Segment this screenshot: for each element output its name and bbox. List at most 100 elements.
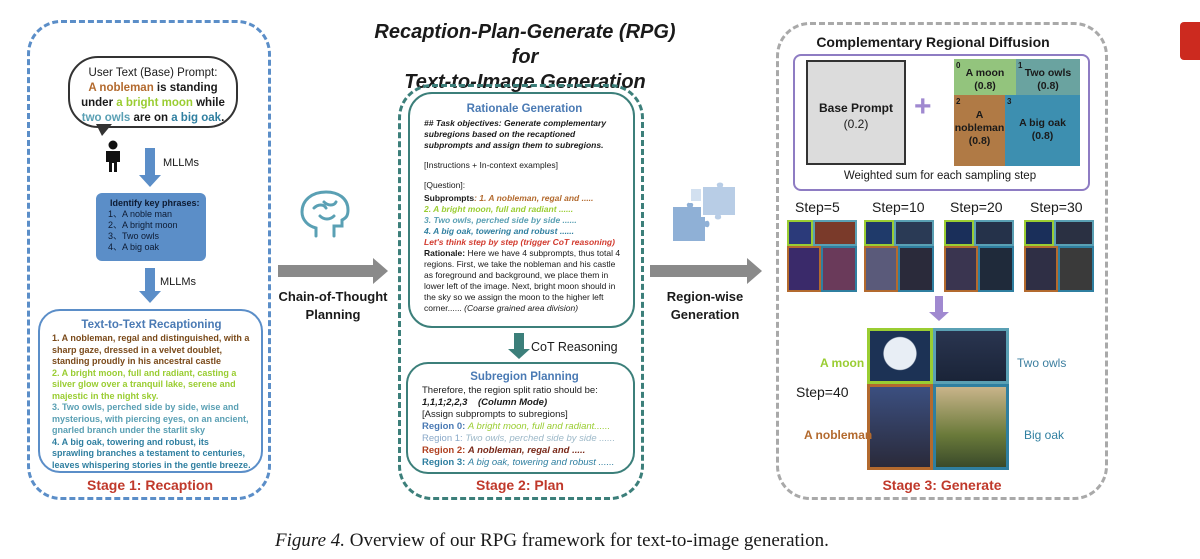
step20-moon bbox=[944, 220, 974, 246]
sub-4: 4. A big oak, towering and robust ...... bbox=[424, 226, 575, 236]
recaption-title: Text-to-Text Recaptioning bbox=[81, 319, 222, 331]
region-grid: 0 A moon (0.8) 1 Two owls (0.8) 2 A nobl… bbox=[954, 59, 1080, 166]
cell-oak: 3 A big oak (0.8) bbox=[1005, 95, 1080, 166]
crd-frame bbox=[793, 54, 1090, 191]
step5-noble bbox=[787, 246, 821, 292]
cell-oak-idx: 3 bbox=[1007, 97, 1012, 106]
prompt-text-c: while bbox=[192, 97, 225, 109]
sub-2: 2. A bright moon, full and radiant .....… bbox=[424, 204, 574, 214]
brain-icon bbox=[300, 190, 350, 238]
step30-owls bbox=[1054, 220, 1094, 246]
stage3-panel bbox=[776, 22, 1108, 500]
final-image bbox=[867, 328, 1009, 470]
region-0-text: A bright moon, full and radiant...... bbox=[467, 421, 611, 432]
prompt-text-d: are on bbox=[130, 112, 172, 124]
step-10-label: Step=10 bbox=[872, 199, 925, 215]
rationale-label: Rationale: bbox=[424, 248, 466, 258]
regionwise-arrow bbox=[650, 258, 762, 284]
cot-label-2: Planning bbox=[305, 307, 361, 322]
cell-oak-name: A big oak bbox=[1019, 117, 1066, 129]
stage1-label: Stage 1: Recaption bbox=[86, 477, 214, 493]
cell-noble-weight: (0.8) bbox=[968, 135, 991, 147]
cell-oak-weight: (0.8) bbox=[1031, 130, 1054, 142]
plan-line1: Therefore, the region split ratio should… bbox=[422, 385, 598, 396]
cell-owls: 1 Two owls (0.8) bbox=[1016, 59, 1080, 95]
recap-item-4: 4. A big oak, towering and robust, its s… bbox=[52, 436, 251, 470]
caption-fig: Figure 4. bbox=[275, 530, 346, 551]
prompt-text-b: under bbox=[81, 97, 117, 109]
cot-label: Chain-of-Thought Planning bbox=[268, 288, 398, 324]
cell-moon-idx: 0 bbox=[956, 61, 961, 70]
side-app-icon[interactable] bbox=[1180, 22, 1200, 60]
regionwise-label-1: Region-wise bbox=[666, 289, 744, 304]
label-a-nobleman: A nobleman bbox=[804, 428, 873, 442]
plan-ratio: 1,1,1;2,2,3 bbox=[422, 397, 468, 408]
region-2-text: A nobleman, regal and ..... bbox=[467, 445, 586, 456]
step-5-thumb bbox=[787, 220, 857, 292]
plan-title: Subregion Planning bbox=[470, 371, 579, 383]
mllm-arrow-2 bbox=[139, 268, 161, 303]
label-two-owls: Two owls bbox=[1017, 356, 1067, 370]
figure-caption: Figure 4. Overview of our RPG framework … bbox=[275, 530, 975, 552]
key-item-3: 3、Two owls bbox=[108, 231, 160, 241]
title-line-1: Recaption-Plan-Generate (RPG) for bbox=[374, 21, 676, 68]
step-30-thumb bbox=[1024, 220, 1094, 292]
base-prompt-box: Base Prompt (0.2) bbox=[806, 60, 906, 165]
final-owls-tile bbox=[933, 328, 1009, 384]
regionwise-label: Region-wise Generation bbox=[640, 288, 770, 324]
figure-title: Recaption-Plan-Generate (RPG) for Text-t… bbox=[360, 20, 690, 95]
stage2-label: Stage 2: Plan bbox=[476, 477, 564, 493]
step10-noble bbox=[864, 246, 898, 292]
key-item-4: 4、A big oak bbox=[108, 242, 160, 252]
step-20-thumb bbox=[944, 220, 1014, 292]
recap-item-2: 2. A bright moon, full and radiant, cast… bbox=[52, 367, 237, 401]
sub-1: : 1. A nobleman, regal and ..... bbox=[474, 193, 594, 203]
step10-owls bbox=[894, 220, 934, 246]
step20-oak bbox=[978, 246, 1014, 292]
region-3-text: A big oak, towering and robust ...... bbox=[467, 457, 615, 468]
question-text: [Question]: bbox=[424, 180, 466, 190]
label-big-oak: Big oak bbox=[1024, 428, 1065, 442]
cell-owls-weight: (0.8) bbox=[1037, 80, 1059, 92]
mllm-arrow-1 bbox=[139, 148, 161, 187]
final-moon-tile bbox=[867, 328, 933, 384]
region-0-label: Region 0: bbox=[422, 421, 466, 432]
recap-item-3: 3. Two owls, perched side by side, wise … bbox=[52, 402, 249, 435]
cot-arrow bbox=[278, 258, 388, 284]
cell-moon-name: A moon bbox=[965, 67, 1005, 79]
step5-moon bbox=[787, 220, 813, 246]
stage1-panel bbox=[27, 20, 271, 500]
step20-noble bbox=[944, 246, 978, 292]
prompt-text-a: is standing bbox=[153, 82, 218, 94]
puzzle-icon bbox=[671, 180, 737, 243]
cot-label-1: Chain-of-Thought bbox=[278, 289, 388, 304]
step-40-label: Step=40 bbox=[796, 384, 849, 400]
step40-arrow bbox=[935, 296, 943, 314]
plus-sign: + bbox=[914, 90, 932, 123]
prompt-nobleman: A nobleman bbox=[88, 82, 154, 94]
prompt-title: User Text (Base) Prompt: bbox=[88, 67, 218, 79]
sub-3: 3. Two owls, perched side by side ...... bbox=[424, 215, 577, 225]
key-item-1: 1、A noble man bbox=[108, 209, 173, 219]
mllm-label-1: MLLMs bbox=[163, 157, 200, 169]
region-3-label: Region 3: bbox=[422, 457, 466, 468]
plan-assign: [Assign subprompts to subregions] bbox=[422, 409, 568, 420]
cell-noble-name: A nobleman bbox=[954, 109, 1005, 134]
regionwise-label-2: Generation bbox=[670, 307, 740, 322]
crd-title: Complementary Regional Diffusion bbox=[816, 34, 1050, 50]
key-item-2: 2、A bright moon bbox=[108, 220, 178, 230]
key-phrases-box: Identify key phrases: 1、A noble man 2、A … bbox=[96, 193, 206, 261]
region-2-label: Region 2: bbox=[422, 445, 466, 456]
rationale-title: Rationale Generation bbox=[466, 103, 583, 115]
step40-arrowhead bbox=[929, 312, 949, 321]
mllm-label-2: MLLMs bbox=[160, 276, 197, 288]
step-10-thumb bbox=[864, 220, 934, 292]
cell-moon: 0 A moon (0.8) bbox=[954, 59, 1016, 95]
recaption-box: Text-to-Text Recaptioning 1. A nobleman,… bbox=[38, 309, 263, 473]
cot-reasoning-arrow bbox=[514, 333, 524, 351]
bubble-tail bbox=[96, 124, 112, 136]
caption-text: Overview of our RPG framework for text-t… bbox=[345, 530, 829, 551]
cell-noble-idx: 2 bbox=[956, 97, 961, 106]
rationale-end: (Coarse grained area division) bbox=[461, 303, 579, 313]
region-1-text: Two owls, perched side by side ...... bbox=[465, 433, 616, 444]
